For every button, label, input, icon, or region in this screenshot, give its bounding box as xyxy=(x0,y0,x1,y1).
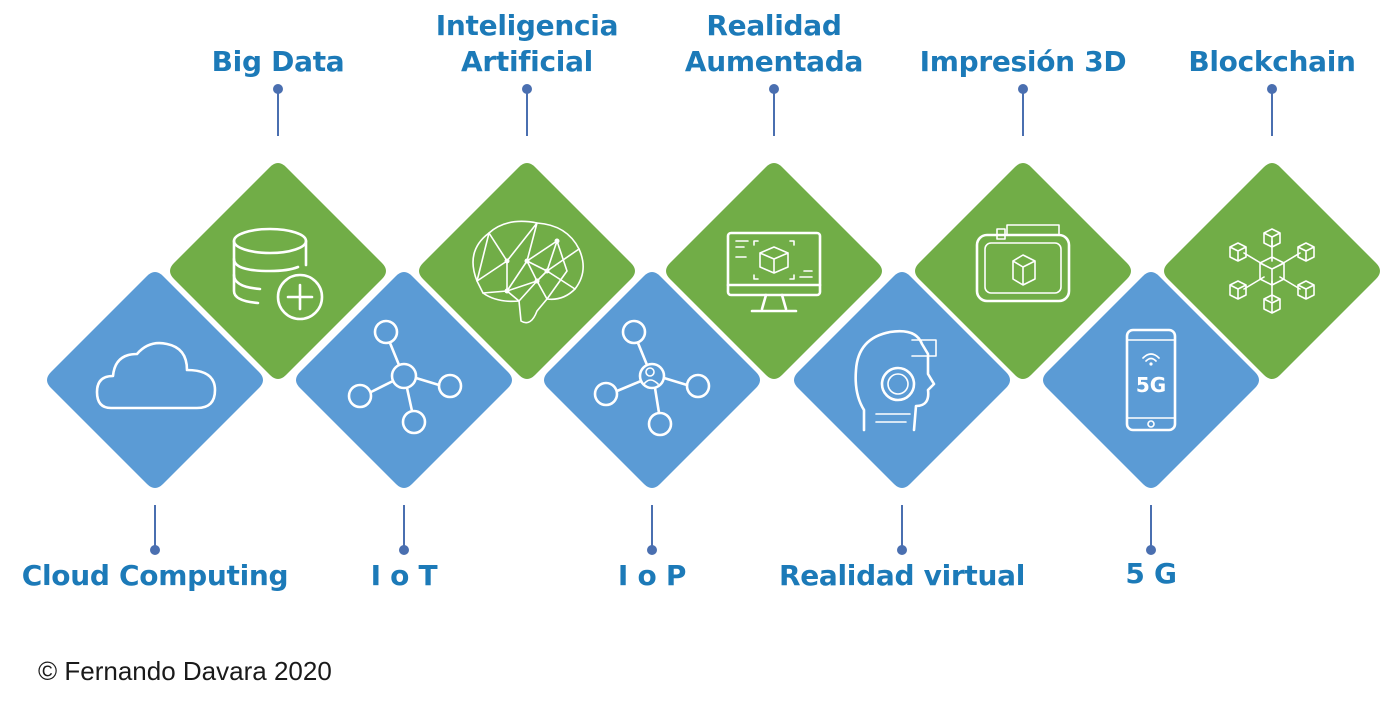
green-diamond-ai xyxy=(419,163,635,379)
label-realidad-aumentada: Realidad Aumentada xyxy=(684,9,864,78)
connector-dot xyxy=(647,545,657,555)
connector-dot xyxy=(1146,545,1156,555)
copyright-notice: © Fernando Davara 2020 xyxy=(38,656,332,686)
bottom-connectors xyxy=(150,505,1156,555)
cloud-icon xyxy=(95,341,217,410)
database-plus-icon xyxy=(232,227,324,321)
connector-dot xyxy=(1267,84,1277,94)
connector-dot xyxy=(522,84,532,94)
green-diamond-ar xyxy=(666,163,882,379)
label-inteligencia-artificial: Inteligencia Artificial xyxy=(435,9,619,78)
green-diamond-blockchain xyxy=(1164,163,1380,379)
blue-diamond-cloud xyxy=(47,272,263,488)
label-big-data: Big Data xyxy=(211,45,345,78)
smartphone-5g-icon: 5G xyxy=(1125,328,1177,432)
label-iop: I o P xyxy=(617,559,687,592)
label-5g: 5 G xyxy=(1125,557,1177,590)
label-iot: I o T xyxy=(370,559,438,592)
connector-dot xyxy=(273,84,283,94)
blue-diamond-iot xyxy=(296,272,512,488)
connector-dot xyxy=(150,545,160,555)
brain-icon xyxy=(472,220,584,324)
blue-diamond-iop xyxy=(544,272,760,488)
blue-diamond-vr xyxy=(794,272,1010,488)
3d-printer-icon xyxy=(975,224,1071,303)
top-connectors xyxy=(273,84,1277,136)
green-diamond-3d-printing xyxy=(915,163,1131,379)
label-impresion-3d: Impresión 3D xyxy=(919,45,1127,78)
green-diamond-big-data xyxy=(170,163,386,379)
network-hub-icon xyxy=(347,319,463,435)
connector-dot xyxy=(897,545,907,555)
label-realidad-virtual: Realidad virtual xyxy=(778,559,1026,592)
blue-diamond-5g: 5G xyxy=(1043,272,1259,488)
people-network-icon xyxy=(593,319,711,437)
connector-dot xyxy=(1018,84,1028,94)
ar-monitor-icon xyxy=(726,231,822,313)
connector-dot xyxy=(399,545,409,555)
5g-badge: 5G xyxy=(1136,373,1166,397)
connector-dot xyxy=(769,84,779,94)
vr-headset-icon xyxy=(854,329,937,432)
label-cloud-computing: Cloud Computing xyxy=(21,559,289,592)
label-blockchain: Blockchain xyxy=(1188,45,1356,78)
blockchain-cubes-icon xyxy=(1229,228,1315,314)
